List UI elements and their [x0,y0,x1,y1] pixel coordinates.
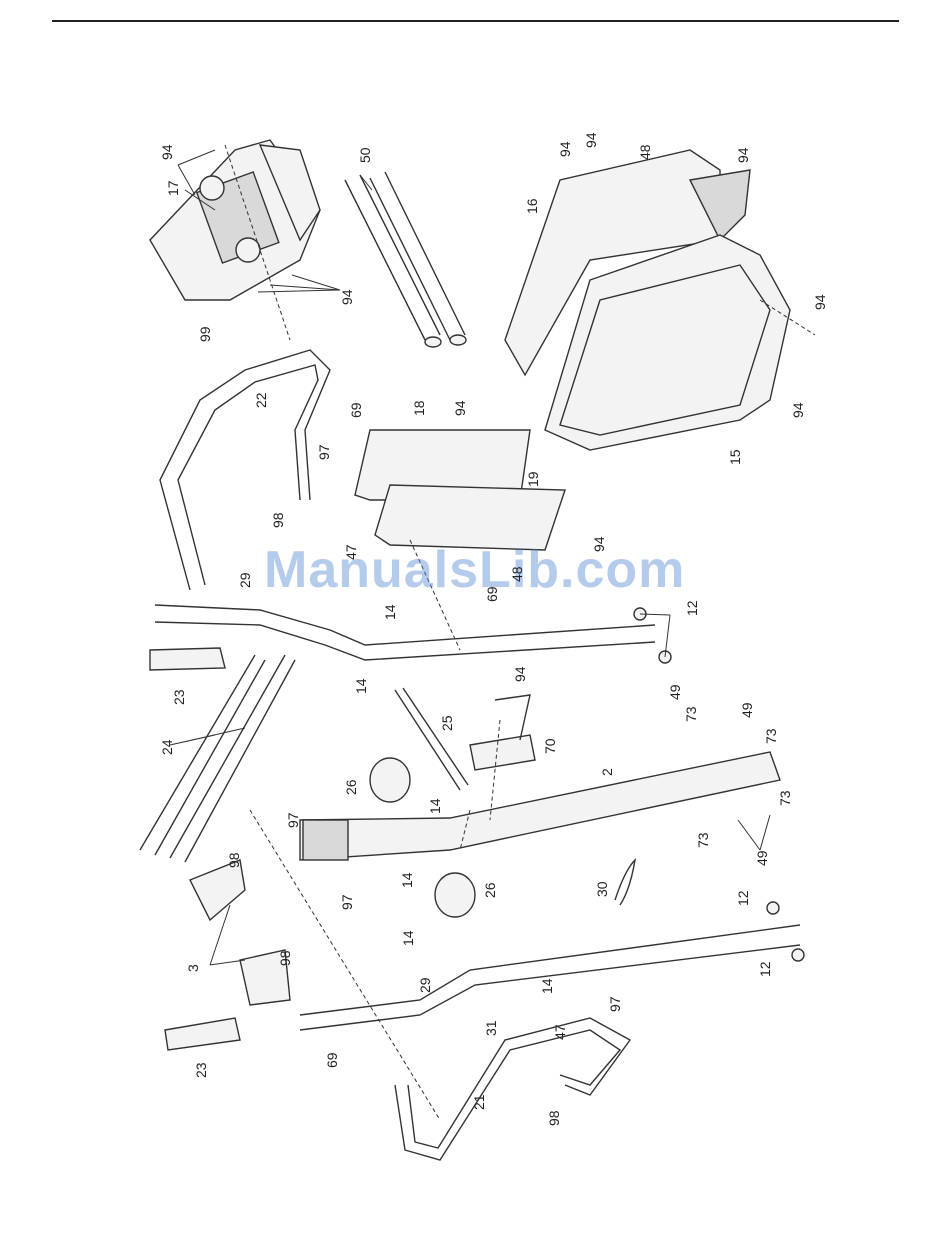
callout-94: 94 [512,666,528,682]
callout-98: 98 [226,852,242,868]
callout-29: 29 [237,572,253,588]
callout-14: 14 [353,678,369,694]
callout-69: 69 [348,402,364,418]
callout-73: 73 [683,706,699,722]
callout-3: 3 [185,964,201,972]
callout-12: 12 [735,890,751,906]
callout-49: 49 [667,684,683,700]
callout-98: 98 [546,1110,562,1126]
callout-19: 19 [525,471,541,487]
callout-69: 69 [324,1052,340,1068]
callout-23: 23 [193,1062,209,1078]
callout-70: 70 [542,738,558,754]
callout-49: 49 [739,702,755,718]
callout-94: 94 [583,132,599,148]
callout-14: 14 [427,798,443,814]
callout-48: 48 [637,144,653,160]
callout-30: 30 [594,881,610,897]
callout-14: 14 [539,978,555,994]
callout-94: 94 [557,141,573,157]
callout-16: 16 [524,198,540,214]
callout-97: 97 [285,812,301,828]
callout-94: 94 [735,147,751,163]
callout-98: 98 [277,950,293,966]
callout-22: 22 [253,392,269,408]
callout-47: 47 [343,544,359,560]
callout-26: 26 [343,779,359,795]
callout-73: 73 [763,728,779,744]
callout-25: 25 [439,715,455,731]
callout-49: 49 [754,850,770,866]
callout-94: 94 [452,400,468,416]
callout-94: 94 [591,536,607,552]
callout-99: 99 [197,326,213,342]
callout-73: 73 [777,790,793,806]
callout-21: 21 [471,1094,487,1110]
callout-50: 50 [357,147,373,163]
callout-97: 97 [316,444,332,460]
callout-24: 24 [159,739,175,755]
callout-14: 14 [400,930,416,946]
callout-94: 94 [790,402,806,418]
callout-94: 94 [339,289,355,305]
callout-48: 48 [509,566,525,582]
callout-23: 23 [171,689,187,705]
callout-94: 94 [812,294,828,310]
callout-17: 17 [165,180,181,196]
callout-2: 2 [599,768,615,776]
callout-69: 69 [484,586,500,602]
callout-29: 29 [417,977,433,993]
callout-12: 12 [757,961,773,977]
callout-98: 98 [270,512,286,528]
callout-15: 15 [727,449,743,465]
callout-31: 31 [483,1020,499,1036]
callout-18: 18 [411,400,427,416]
callout-97: 97 [339,894,355,910]
callout-26: 26 [482,882,498,898]
callout-73: 73 [695,832,711,848]
callout-14: 14 [399,872,415,888]
callout-47: 47 [552,1024,568,1040]
callout-12: 12 [684,600,700,616]
callout-97: 97 [607,996,623,1012]
callout-94: 94 [159,144,175,160]
callout-14: 14 [382,604,398,620]
